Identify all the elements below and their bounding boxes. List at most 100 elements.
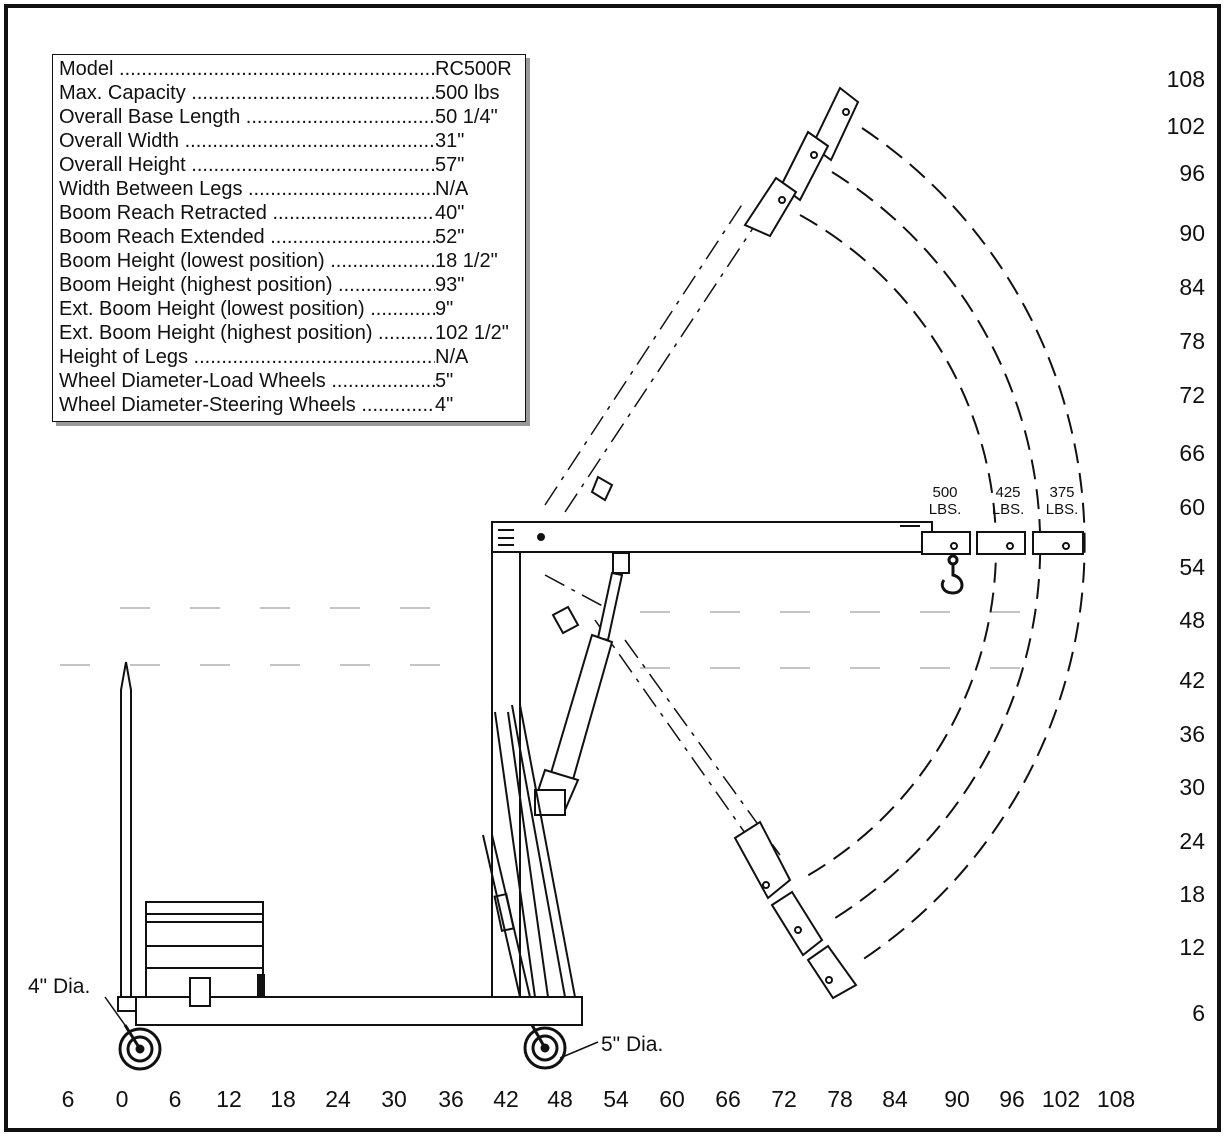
spec-label: Ext. Boom Height (lowest position)	[59, 297, 435, 321]
spec-value: 5"	[435, 370, 454, 392]
capacity-425: 425 LBS.	[983, 484, 1033, 518]
capacity-weight: 500	[932, 484, 958, 501]
x-tick-label: 6	[61, 1086, 75, 1112]
spec-row: Height of LegsN/A	[59, 345, 519, 369]
load-wheel-icon	[523, 1024, 567, 1070]
callout-leaders	[104, 996, 599, 1059]
capacity-weight: 425	[995, 484, 1021, 501]
x-tick-label: 84	[882, 1086, 908, 1112]
spec-value: 102 1/2"	[435, 322, 509, 344]
x-tick-label: 12	[216, 1086, 242, 1112]
y-tick-label: 66	[1179, 440, 1205, 466]
x-tick-label: 90	[944, 1086, 970, 1112]
mast-struts	[482, 704, 576, 998]
y-tick-label: 42	[1179, 667, 1205, 693]
y-tick-label: 48	[1179, 607, 1205, 633]
x-tick-label: 18	[270, 1086, 296, 1112]
spec-label: Boom Reach Retracted	[59, 201, 435, 225]
spec-row: Overall Height57"	[59, 153, 519, 177]
spec-row: Boom Height (lowest position)18 1/2"	[59, 249, 519, 273]
spec-value: 93"	[435, 274, 465, 296]
y-tick-label: 72	[1179, 382, 1205, 408]
y-tick-label: 96	[1179, 160, 1205, 186]
x-tick-label: 42	[493, 1086, 519, 1112]
spec-row: Overall Width31"	[59, 129, 519, 153]
hydraulic-cylinder	[533, 552, 630, 816]
spec-label: Wheel Diameter-Steering Wheels	[59, 393, 435, 417]
spec-label: Ext. Boom Height (highest position)	[59, 321, 435, 345]
capacity-weight: 375	[1049, 484, 1075, 501]
boom-swing-paths	[544, 199, 781, 856]
x-tick-label: 54	[603, 1086, 629, 1112]
y-tick-label: 12	[1179, 934, 1205, 960]
spec-row: Boom Height (highest position)93"	[59, 273, 519, 297]
mast	[491, 521, 933, 998]
x-tick-label: 78	[827, 1086, 853, 1112]
boom-extension	[921, 531, 1084, 555]
y-tick-label: 24	[1179, 828, 1205, 854]
spec-row: Wheel Diameter-Steering Wheels4"	[59, 393, 519, 417]
spec-value: 18 1/2"	[435, 250, 498, 272]
base-frame	[117, 996, 583, 1026]
spec-value: 31"	[435, 130, 465, 152]
y-tick-label: 60	[1179, 494, 1205, 520]
spec-row: Max. Capacity500 lbs	[59, 81, 519, 105]
spec-value: 4"	[435, 394, 454, 416]
spec-value: N/A	[435, 346, 469, 368]
y-tick-label: 30	[1179, 774, 1205, 800]
outer-border	[4, 4, 1221, 1132]
spec-row: ModelRC500R	[59, 57, 519, 81]
y-tick-label: 36	[1179, 721, 1205, 747]
y-tick-label: 84	[1179, 274, 1205, 300]
y-tick-label: 78	[1179, 328, 1205, 354]
steering-wheel-icon	[118, 1024, 162, 1071]
x-tick-label: 108	[1096, 1086, 1136, 1112]
capacity-unit: LBS.	[1045, 501, 1079, 518]
spec-row: Wheel Diameter-Load Wheels5"	[59, 369, 519, 393]
spec-value: N/A	[435, 178, 469, 200]
x-tick-label: 48	[547, 1086, 573, 1112]
capacity-375: 375 LBS.	[1037, 484, 1087, 518]
spec-label: Overall Base Length	[59, 105, 435, 129]
spec-row: Overall Base Length50 1/4"	[59, 105, 519, 129]
capacity-unit: LBS.	[928, 501, 962, 518]
boom-upper-position	[590, 86, 860, 502]
steering-wheel-callout: 4" Dia.	[28, 975, 91, 998]
x-tick-label: 102	[1041, 1086, 1081, 1112]
spec-row: Ext. Boom Height (highest position)102 1…	[59, 321, 519, 345]
boom-lower-position	[551, 605, 858, 1000]
x-tick-label: 6	[168, 1086, 182, 1112]
y-tick-label: 102	[1166, 113, 1205, 139]
counterweight-box	[145, 901, 265, 1007]
load-wheel-callout: 5" Dia.	[601, 1033, 664, 1056]
spec-label: Wheel Diameter-Load Wheels	[59, 369, 435, 393]
spec-value: 57"	[435, 154, 465, 176]
spec-value: 500 lbs	[435, 82, 500, 104]
spec-value: RC500R	[435, 58, 512, 80]
spec-value: 40"	[435, 202, 465, 224]
spec-label: Height of Legs	[59, 345, 435, 369]
x-tick-label: 60	[659, 1086, 685, 1112]
spec-label: Max. Capacity	[59, 81, 435, 105]
spec-label: Overall Height	[59, 153, 435, 177]
capacity-500: 500 LBS.	[920, 484, 970, 518]
hook-icon	[940, 554, 964, 595]
spec-label: Model	[59, 57, 435, 81]
spec-label: Overall Width	[59, 129, 435, 153]
spec-label: Width Between Legs	[59, 177, 435, 201]
spec-row: Boom Reach Retracted40"	[59, 201, 519, 225]
y-tick-label: 108	[1166, 66, 1205, 92]
capacity-unit: LBS.	[991, 501, 1025, 518]
spec-row: Ext. Boom Height (lowest position)9"	[59, 297, 519, 321]
x-tick-label: 36	[438, 1086, 464, 1112]
spec-label: Boom Height (lowest position)	[59, 249, 435, 273]
y-tick-label: 90	[1179, 220, 1205, 246]
reference-lines	[60, 607, 1030, 669]
y-tick-label: 18	[1179, 881, 1205, 907]
spec-value: 50 1/4"	[435, 106, 498, 128]
spec-value: 52"	[435, 226, 465, 248]
y-tick-label: 54	[1179, 554, 1205, 580]
y-tick-label: 6	[1192, 1000, 1205, 1026]
